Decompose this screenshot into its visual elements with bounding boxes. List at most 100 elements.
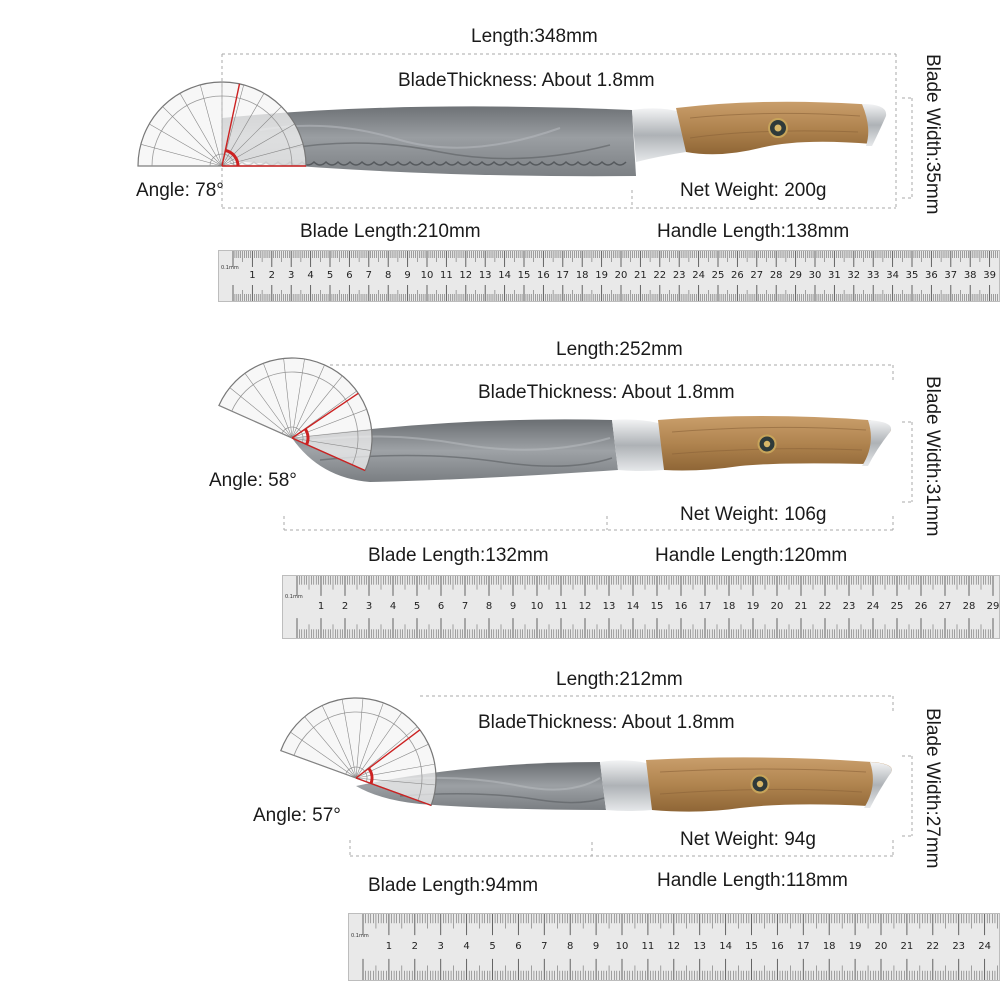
blade-thickness-label: BladeThickness: About 1.8mm <box>478 712 735 733</box>
ruler-number: 16 <box>537 270 550 281</box>
ruler-number: 15 <box>517 270 531 281</box>
ruler-number: 31 <box>828 270 841 281</box>
knife-panel-bread: Length:348mm BladeThickness: About 1.8mm… <box>0 0 1000 320</box>
ruler-ticks <box>362 914 998 980</box>
bread-knife-blade <box>222 106 636 177</box>
ruler-number: 39 <box>983 270 996 281</box>
ruler-number: 13 <box>602 601 616 612</box>
ruler-number: 14 <box>719 941 732 952</box>
ruler-number: 4 <box>463 941 470 952</box>
ruler-corner-label: 0.1mm <box>351 932 369 939</box>
ruler-number: 33 <box>866 270 880 281</box>
ruler-number: 22 <box>653 270 667 281</box>
knife-drawing <box>137 53 913 209</box>
ruler-number: 22 <box>926 941 940 952</box>
protractor-icon <box>218 357 373 472</box>
blade-width-label: Blade Width:31mm <box>922 376 943 537</box>
ruler-number: 3 <box>288 270 295 281</box>
ruler-number: 13 <box>478 270 492 281</box>
ruler-number: 21 <box>900 941 914 952</box>
ruler-number: 12 <box>578 601 592 612</box>
ruler-number: 6 <box>515 941 522 952</box>
ruler-number: 10 <box>420 270 434 281</box>
ruler-number: 4 <box>389 601 397 612</box>
ruler-number: 26 <box>914 601 928 612</box>
ruler-number: 28 <box>962 601 976 612</box>
ruler-number: 6 <box>437 601 445 612</box>
ruler-number: 11 <box>440 270 453 281</box>
ruler-number: 5 <box>489 941 496 952</box>
blade-length-label: Blade Length:210mm <box>300 221 481 242</box>
ruler-number: 7 <box>365 270 372 281</box>
ruler-number: 20 <box>614 270 628 281</box>
ruler-number: 2 <box>411 941 418 952</box>
ruler-number: 32 <box>847 270 861 281</box>
blade-width-label: Blade Width:35mm <box>922 54 943 215</box>
angle-label: Angle: 78° <box>136 180 224 201</box>
ruler-number: 25 <box>890 601 904 612</box>
handle-length-label: Handle Length:138mm <box>657 221 850 242</box>
ruler-number: 2 <box>341 601 349 612</box>
knife-drawing <box>280 695 913 857</box>
ruler-number: 23 <box>672 270 686 281</box>
ruler-number: 25 <box>711 270 725 281</box>
ruler-number: 24 <box>978 941 991 952</box>
ruler-number: 27 <box>938 601 952 612</box>
handle-length-label: Handle Length:118mm <box>657 870 848 891</box>
ruler-number: 30 <box>808 270 822 281</box>
ruler-number: 28 <box>769 270 783 281</box>
ruler-number: 37 <box>944 270 958 281</box>
ruler-number: 29 <box>789 270 802 281</box>
ruler-number: 9 <box>592 941 600 952</box>
handle-length-label: Handle Length:120mm <box>655 545 848 566</box>
ruler-number: 18 <box>575 270 589 281</box>
ruler-number: 20 <box>770 601 784 612</box>
ruler-number: 19 <box>595 270 608 281</box>
blade-width-label: Blade Width:27mm <box>922 708 943 869</box>
net-weight-label: Net Weight: 94g <box>680 829 816 850</box>
ruler-number: 9 <box>404 270 411 281</box>
ruler-number: 2 <box>268 270 275 281</box>
ruler-number: 16 <box>771 941 784 952</box>
ruler-number: 7 <box>461 601 469 612</box>
ruler-number: 17 <box>556 270 570 281</box>
ruler-number: 26 <box>731 270 744 281</box>
blade-thickness-label: BladeThickness: About 1.8mm <box>398 70 655 91</box>
ruler-number: 1 <box>249 270 256 281</box>
ruler-number: 16 <box>674 601 688 612</box>
ruler-number: 24 <box>866 601 880 612</box>
ruler-number: 24 <box>692 270 705 281</box>
ruler-number: 18 <box>822 941 836 952</box>
ruler-number: 27 <box>750 270 764 281</box>
ruler-number: 14 <box>626 601 640 612</box>
ruler-number: 19 <box>848 941 862 952</box>
ruler-number: 15 <box>745 941 758 952</box>
ruler-number: 1 <box>385 941 393 952</box>
blade-length-label: Blade Length:94mm <box>368 875 539 896</box>
ruler-number: 20 <box>874 941 888 952</box>
ruler-number: 8 <box>485 601 493 612</box>
ruler-number: 35 <box>905 270 919 281</box>
ruler-number: 12 <box>459 270 473 281</box>
ruler-number: 17 <box>698 601 712 612</box>
ruler-number: 5 <box>326 270 334 281</box>
blade-thickness-label: BladeThickness: About 1.8mm <box>478 382 735 403</box>
ruler-number: 10 <box>615 941 629 952</box>
net-weight-label: Net Weight: 200g <box>680 180 827 201</box>
ruler-number: 17 <box>796 941 810 952</box>
ruler-number: 21 <box>634 270 647 281</box>
ruler-number: 3 <box>437 941 444 952</box>
ruler-number: 36 <box>925 270 938 281</box>
ruler-corner-label: 0.1mm <box>221 265 239 271</box>
ruler-number: 15 <box>650 601 664 612</box>
ruler-number: 22 <box>818 601 832 612</box>
protractor-icon <box>137 81 307 167</box>
ruler-number: 14 <box>498 270 511 281</box>
ruler-number: 11 <box>641 941 655 952</box>
ruler-number: 1 <box>317 601 325 612</box>
net-weight-label: Net Weight: 106g <box>680 504 827 525</box>
angle-label: Angle: 58° <box>209 470 297 491</box>
